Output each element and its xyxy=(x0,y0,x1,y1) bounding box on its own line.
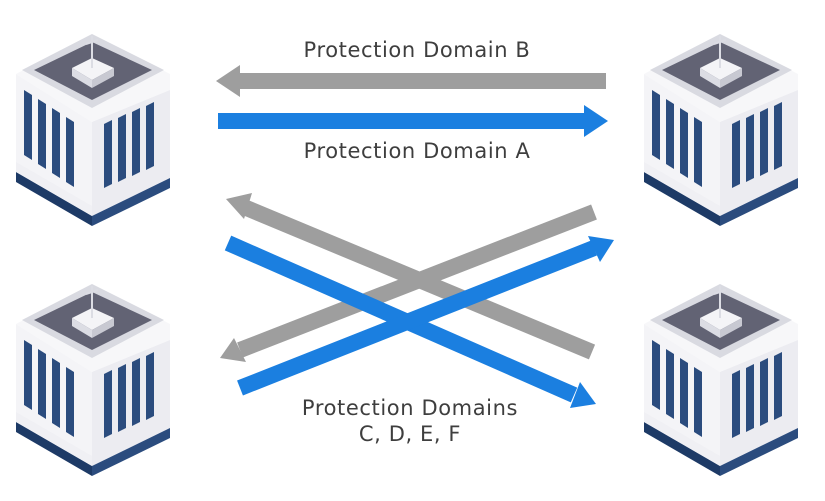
arrow-domain-b xyxy=(216,65,606,97)
protection-domain-a-label: Protection Domain A xyxy=(303,139,531,163)
datacenter-building-icon xyxy=(15,283,171,477)
datacenter-building-icon xyxy=(643,33,799,227)
protection-domains-label-line2: C, D, E, F xyxy=(358,422,462,446)
datacenter-building-icon xyxy=(643,283,799,477)
arrow-gray-cross-up xyxy=(220,204,597,362)
protection-domains-label-line1: Protection Domains xyxy=(301,396,519,420)
arrow-domain-a xyxy=(218,105,608,137)
protection-domain-b-label: Protection Domain B xyxy=(303,38,531,62)
datacenter-building-icon xyxy=(15,33,171,227)
arrow-blue-cross-up xyxy=(237,236,614,396)
protection-domains-cdef-label: Protection Domains C, D, E, F xyxy=(240,395,580,447)
